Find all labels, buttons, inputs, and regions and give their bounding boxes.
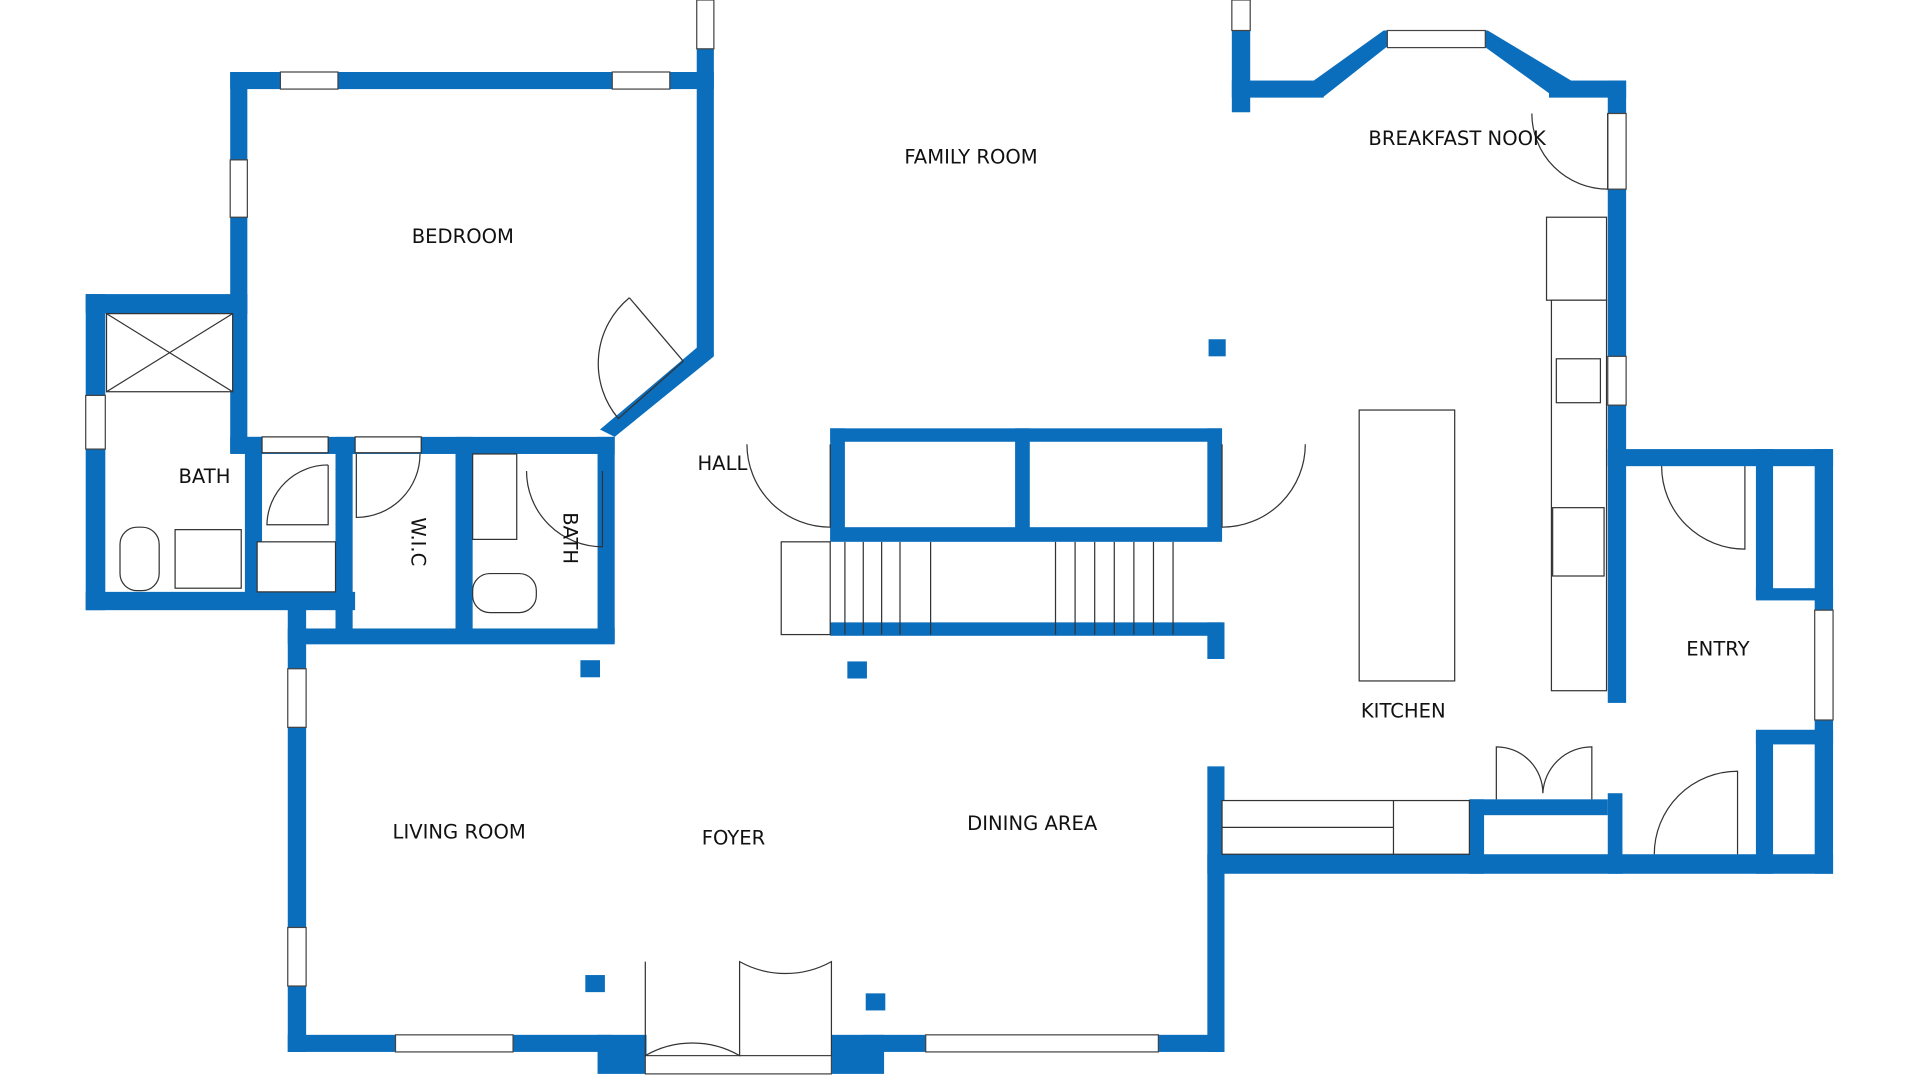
label-family-room: FAMILY ROOM: [904, 146, 1037, 169]
room-labels: FAMILY ROOM BREAKFAST NOOK BEDROOM BATH …: [178, 127, 1749, 849]
label-breakfast-nook: BREAKFAST NOOK: [1368, 127, 1547, 150]
toilet-icon: [472, 572, 537, 614]
label-bath-small: BATH: [558, 512, 581, 564]
label-entry: ENTRY: [1686, 637, 1749, 660]
stairs-icon: [780, 541, 831, 636]
sink-icon: [174, 529, 242, 589]
windows: [85, 0, 1834, 1075]
fixtures: [105, 216, 1608, 855]
refrigerator-icon: [1545, 216, 1608, 301]
sink-icon: [472, 453, 518, 540]
label-living-room: LIVING ROOM: [393, 820, 526, 843]
label-foyer: FOYER: [702, 827, 766, 850]
label-kitchen: KITCHEN: [1361, 700, 1446, 723]
label-hall: HALL: [697, 452, 747, 475]
label-wic: W.I.C: [406, 517, 429, 566]
kitchen-island: [1358, 409, 1456, 682]
label-dining-area: DINING AREA: [967, 812, 1098, 835]
kitchen-sink-icon: [1555, 358, 1602, 404]
label-bedroom: BEDROOM: [412, 225, 514, 248]
toilet-icon: [119, 526, 160, 592]
stove-icon: [1552, 507, 1605, 577]
doors: [261, 113, 1746, 1057]
label-bath: BATH: [178, 465, 230, 488]
